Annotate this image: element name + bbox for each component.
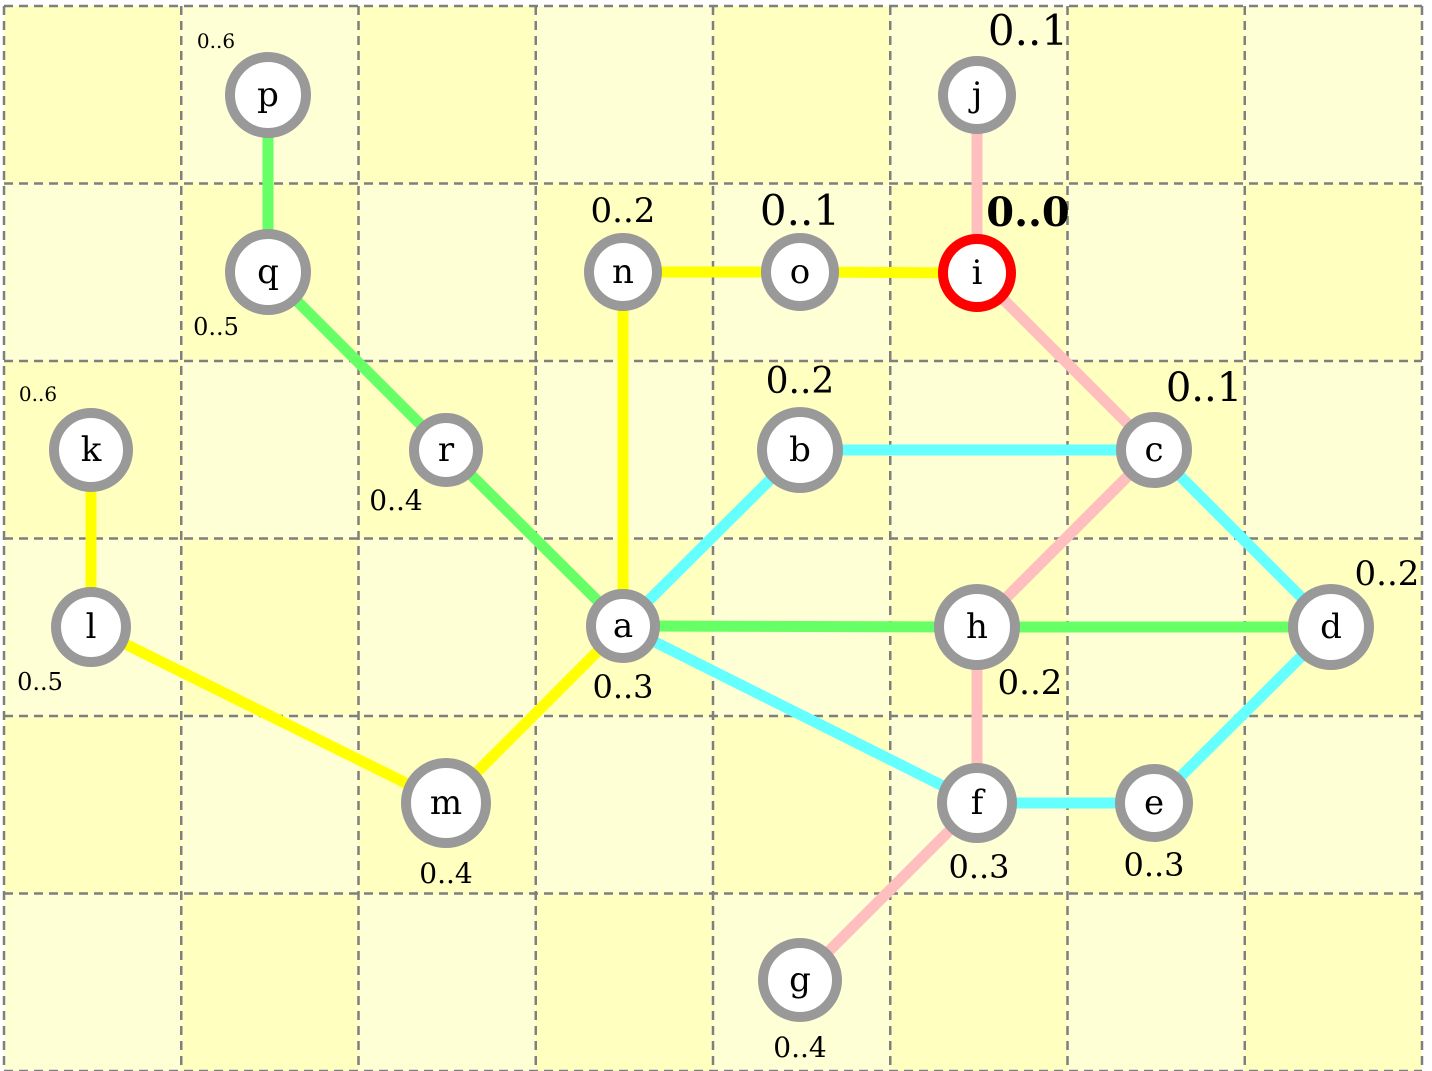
node-l-label: l (86, 607, 97, 647)
node-h (934, 584, 1020, 670)
node-i-distance: 0..0 (986, 189, 1070, 236)
grid-tile (4, 6, 182, 184)
grid-tile (1067, 893, 1245, 1071)
node-p (225, 52, 311, 138)
node-o (761, 233, 839, 311)
node-r (409, 413, 483, 487)
edge-m-l (88, 622, 449, 808)
node-m (401, 758, 491, 848)
graph-nodes: a b c d e f g h i j k l m n o p q r (49, 52, 1374, 1022)
grid-tile (1244, 716, 1422, 894)
grid-tile (535, 6, 713, 184)
edge-a-f (620, 621, 980, 808)
node-h-distance: 0..2 (998, 663, 1063, 703)
node-j (938, 56, 1016, 134)
node-c-label: c (1144, 430, 1163, 470)
node-k-distance: 0..6 (19, 382, 57, 406)
grid-tile (1244, 183, 1422, 361)
node-p-label: p (257, 75, 279, 115)
node-f (937, 763, 1017, 843)
node-c (1116, 412, 1192, 488)
node-m-distance: 0..4 (419, 857, 472, 890)
node-g-distance: 0..4 (773, 1031, 826, 1064)
node-a-label: a (613, 606, 633, 646)
node-d (1288, 584, 1374, 670)
node-p-distance: 0..6 (197, 29, 235, 53)
grid-tile (358, 6, 536, 184)
grid-tile (4, 716, 182, 894)
node-b-label: b (789, 430, 811, 470)
node-l (51, 587, 131, 667)
node-j-label: j (968, 75, 983, 115)
grid-tile (358, 183, 536, 361)
background-tiles (4, 6, 1422, 1071)
distance-labels: 0..3 0..2 0..1 0..2 0..3 0..3 0..4 0..2 0..0 0..1… (17, 6, 1419, 1064)
node-a-distance: 0..3 (592, 668, 653, 706)
node-q-distance: 0..5 (193, 313, 239, 341)
grid-tile (890, 893, 1068, 1071)
grid-tile (1244, 893, 1422, 1071)
grid-tile (535, 716, 713, 894)
grid-tile (358, 893, 536, 1071)
node-k (49, 408, 133, 492)
node-l-distance: 0..5 (17, 668, 63, 696)
grid-tile (4, 893, 182, 1071)
node-d-label: d (1320, 607, 1342, 647)
node-n-distance: 0..2 (591, 191, 656, 231)
grid-tile (358, 538, 536, 716)
node-i (938, 234, 1016, 312)
node-k-label: k (81, 430, 102, 470)
node-e-label: e (1144, 783, 1164, 823)
node-g (758, 938, 842, 1022)
node-a (586, 589, 660, 663)
node-q (225, 229, 311, 315)
node-n (584, 233, 662, 311)
node-r-label: r (438, 430, 455, 470)
edge-i-c (973, 269, 1158, 454)
grid-tile (535, 893, 713, 1071)
node-e-distance: 0..3 (1123, 846, 1184, 884)
grid-tile (713, 6, 891, 184)
node-n-label: n (612, 252, 634, 292)
edge-a-h (622, 620, 978, 633)
grid-tile (1067, 183, 1245, 361)
node-q-label: q (257, 252, 279, 292)
node-j-distance: 0..1 (988, 6, 1068, 55)
node-f-distance: 0..3 (948, 848, 1009, 886)
node-i-label: i (972, 253, 983, 293)
grid-tile (181, 893, 359, 1071)
node-e (1115, 764, 1193, 842)
node-d-distance: 0..2 (1355, 554, 1420, 594)
node-o-label: o (790, 252, 810, 292)
node-c-distance: 0..1 (1166, 365, 1242, 411)
node-f-label: f (971, 783, 986, 823)
grid-tile (4, 183, 182, 361)
edge-r-a (442, 446, 627, 630)
grid-tile (1067, 6, 1245, 184)
grid-tile (181, 361, 359, 539)
node-b-distance: 0..2 (766, 361, 835, 402)
node-b (757, 407, 843, 493)
grid-tile (1244, 361, 1422, 539)
node-g-label: g (789, 960, 811, 1000)
node-r-distance: 0..4 (369, 484, 422, 517)
node-h-label: h (966, 607, 988, 647)
grid-tile (1244, 6, 1422, 184)
node-m-label: m (430, 783, 462, 823)
node-o-distance: 0..1 (760, 186, 840, 235)
